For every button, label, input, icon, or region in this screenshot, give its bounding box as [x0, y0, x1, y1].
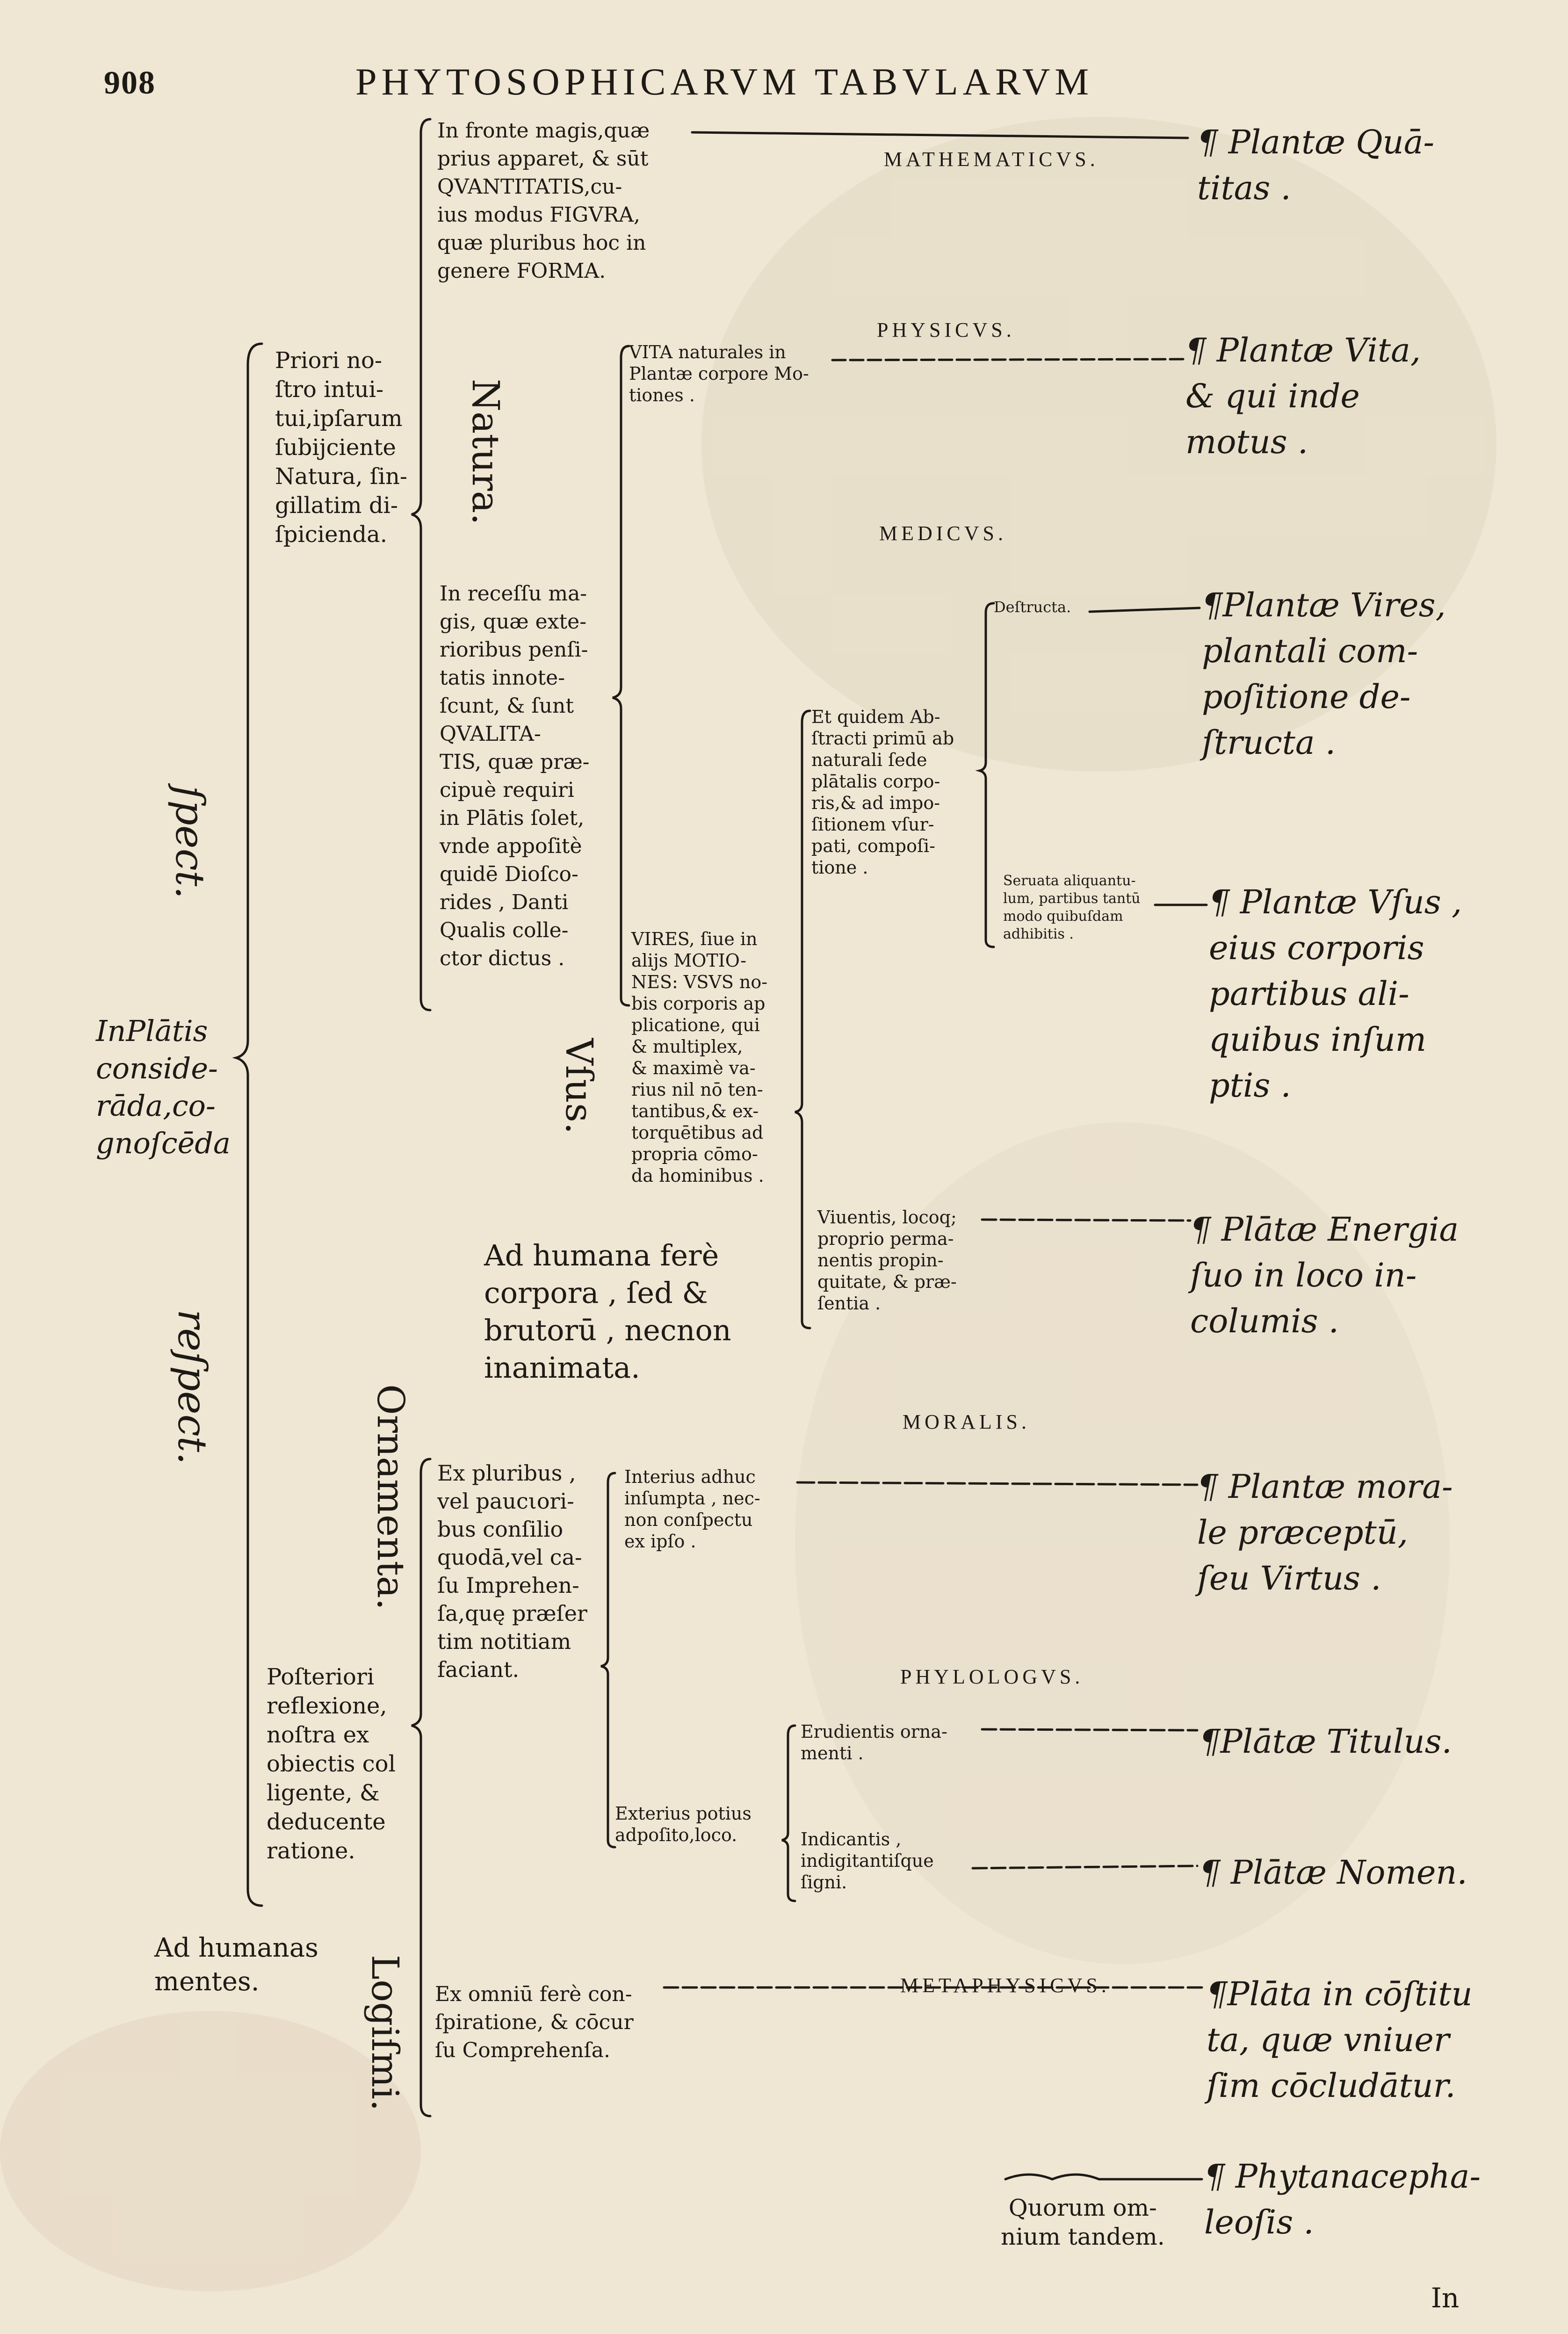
ad-humanas-mentes: Ad humanas mentes. [154, 1933, 318, 1997]
line-quantitas [691, 131, 1189, 139]
line-phytanacephaleosis [1004, 2173, 1203, 2181]
servata-text: Seruata aliquantu- lum, partibus tantū m… [1003, 873, 1141, 942]
in-recessu-text: In receſſu ma- gis, quæ exte- rioribus p… [440, 582, 590, 970]
discipline-moralis: MORALIS. [903, 1410, 1031, 1433]
line-energia [981, 1218, 1192, 1222]
erudientis-text: Erudientis orna- menti . [801, 1721, 947, 1763]
ornamenta-sub-bracket [600, 1472, 616, 1849]
vires-text: VIRES, ſiue in alijs MOTIO- NES: VSVS no… [631, 929, 768, 1186]
line-vita [831, 358, 1187, 361]
discipline-phylologus: PHYLOLOGVS. [900, 1665, 1084, 1688]
discipline-metaphysicus: METAPHYSICVS. [900, 1974, 1110, 1997]
vita-text: VITA naturales in Plantæ corpore Mo- tio… [629, 342, 809, 405]
line-titulus [981, 1728, 1199, 1732]
result-energia: ¶ Plātæ Energia ſuo in loco in- columis … [1190, 1210, 1459, 1340]
viventis-text: Viuentis, locoq; proprio perma- nentis p… [817, 1207, 957, 1314]
vires-bracket [795, 709, 811, 1330]
line-nomen [971, 1864, 1199, 1870]
result-nomen: ¶ Plātæ Nomen. [1199, 1853, 1467, 1892]
line-virtus [796, 1481, 1199, 1486]
result-phytanacephaleosis: ¶ Phytanacepha- leoſis . [1204, 2157, 1481, 2241]
in-fronte-text: In fronte magis,quæ prius apparet, & sūt… [437, 119, 650, 283]
et-quidem-text: Et quidem Ab- ſtracti primū ab naturali … [811, 707, 954, 878]
exterius-text: Exterius potius adpoſito,loco. [615, 1803, 751, 1845]
result-virtus: ¶ Plantæ mora- le præceptū, ſeu Virtus . [1197, 1467, 1453, 1597]
abstracti-bracket [975, 602, 995, 948]
line-vires [1088, 607, 1201, 613]
posteriori-bracket [411, 1458, 432, 2117]
discipline-medicus: MEDICVS. [879, 522, 1007, 545]
result-quantitas: ¶ Plantæ Quā- titas . [1197, 123, 1435, 207]
root-heading: InPlātis conside- rāda,co- gnoſcēda [96, 1014, 231, 1160]
catchword: In [1431, 2282, 1460, 2314]
result-constituta: ¶Plāta in cōſtitu ta, quæ vniuer ſim cōc… [1207, 1975, 1473, 2105]
destructa-text: Deſtructa. [994, 598, 1071, 616]
running-title: PHYTOSOPHICARVM TABVLARVM [355, 60, 1094, 103]
exterius-bracket [781, 1724, 796, 1902]
vsus-bracket [612, 345, 630, 1007]
result-vsus: ¶ Plantæ Vſus , eius corporis partibus a… [1209, 883, 1462, 1105]
posteriori-branch: Poſteriori reflexione, noſtra ex obiecti… [267, 1664, 396, 1864]
quorum-text: Quorum om- nium tandem. [1001, 2194, 1165, 2250]
page-number: 908 [104, 65, 156, 101]
discipline-physicus: PHYSICVS. [877, 318, 1015, 341]
result-vires: ¶Plantæ Vires, plantali com- poſitione d… [1202, 586, 1446, 762]
indicantis-text: Indicantis , indigitantiſque ſigni. [801, 1829, 934, 1893]
priori-branch: Priori no- ſtro intui- tui,ipſarum ſubij… [275, 347, 408, 548]
ad-humana-corpora: Ad humana ferè corpora , ſed & brutorū ,… [484, 1238, 731, 1385]
priori-bracket [411, 118, 432, 1012]
discipline-mathematicus: MATHEMATICVS. [884, 148, 1099, 171]
interius-text: Interius adhuc inſumpta , nec- non conſp… [624, 1467, 760, 1552]
ex-omnium-text: Ex omniū ferè con- ſpiratione, & cōcur ſ… [435, 1982, 634, 2062]
root-bracket [232, 342, 263, 1907]
ex-pluribus-text: Ex pluribus , vel paucιori- bus conſilio… [437, 1460, 587, 1682]
result-vita: ¶ Plantæ Vita, & qui inde motus . [1185, 331, 1421, 461]
result-titulus: ¶Plātæ Titulus. [1199, 1722, 1452, 1761]
